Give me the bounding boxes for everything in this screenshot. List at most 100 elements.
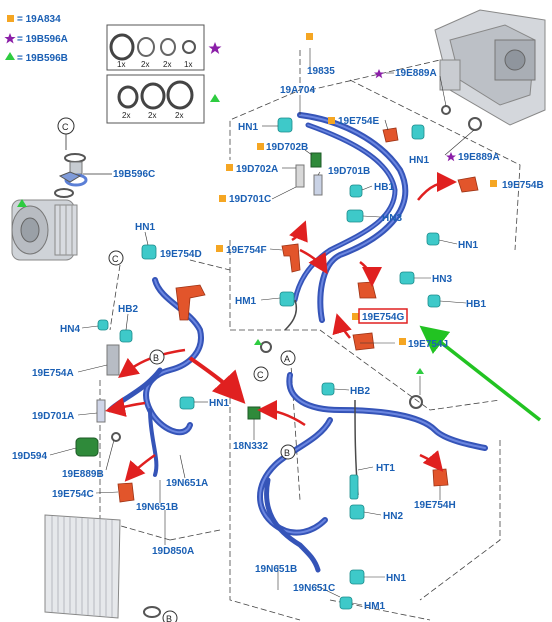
view-c-label: C (257, 370, 264, 380)
o-ring-icon (166, 80, 194, 110)
star-icon (208, 42, 222, 54)
square-icon (490, 180, 497, 187)
o-ring-icon (468, 117, 482, 131)
square-icon (219, 195, 226, 202)
square-icon (7, 15, 14, 22)
label-19e754h: 19E754H (414, 500, 456, 511)
label-hn3: HN3 (382, 213, 402, 224)
label-hm1: HM1 (235, 296, 257, 307)
label-19e754a: 19E754A (32, 368, 74, 379)
sensors (75, 152, 323, 457)
triangle-markers (254, 339, 424, 374)
square-icon (216, 245, 223, 252)
label-19e754j: 19E754J (408, 339, 448, 350)
fitting-icon (119, 329, 133, 343)
o-ring-icon (140, 82, 166, 110)
o-ring-icon (54, 188, 74, 198)
label-19d701c: 19D701C (229, 194, 271, 205)
square-icon (328, 117, 335, 124)
label-19d702a: 19D702A (236, 164, 278, 175)
label-19d701b: 19D701B (328, 166, 370, 177)
triangle-icon (210, 94, 220, 102)
label-19e889b: 19E889B (62, 469, 104, 480)
label-19n651c: 19N651C (293, 583, 335, 594)
fitting-icon (349, 569, 365, 585)
sensor-icon (75, 437, 99, 457)
label-hn1: HN1 (238, 122, 258, 133)
star-markers (374, 69, 456, 162)
view-a-label: A (284, 354, 290, 364)
label-ht1: HT1 (376, 463, 395, 474)
square-icon (399, 338, 406, 345)
legend-triangle-label: = 19B596B (17, 53, 68, 64)
bracket-icon (106, 344, 120, 376)
view-b-bottom-label: B (166, 614, 172, 622)
label-19b596c: 19B596C (113, 169, 155, 180)
bracket-icon (281, 243, 301, 273)
fitting-icon (426, 232, 440, 246)
sensor-icon (313, 174, 323, 196)
bracket-icon (117, 482, 135, 503)
sensor-icon (310, 152, 322, 168)
label-hn1-e: HN1 (209, 398, 229, 409)
o-ring-icon (117, 85, 139, 109)
o-ring-icon (182, 40, 196, 54)
kit2-qty-1: 2x (122, 111, 130, 120)
bracket-icon (457, 176, 479, 193)
label-hn1-b: HN1 (409, 155, 429, 166)
star-icon (4, 33, 16, 44)
part-labels: 19835 19A704 19E889A 19E889A HN1 19E754E… (12, 66, 544, 612)
bracket-icon (352, 332, 375, 351)
label-19e754b: 19E754B (502, 180, 544, 191)
label-19n651a: 19N651A (166, 478, 208, 489)
fitting-icon (349, 184, 363, 198)
label-hn2: HN2 (383, 511, 403, 522)
label-18n332: 18N332 (233, 441, 268, 452)
star-icon (446, 152, 456, 162)
leader-lines (49, 48, 475, 606)
fitting-icon (411, 124, 425, 140)
fitting-icon (346, 209, 364, 223)
o-ring-icon (143, 606, 161, 618)
fitting-icon (399, 271, 415, 285)
assembly-outlines (99, 50, 546, 621)
square-icon (226, 164, 233, 171)
o-ring-icon (409, 395, 423, 409)
fitting-icon (321, 382, 335, 396)
view-c-label: C (112, 254, 119, 264)
label-19e754e: 19E754E (338, 116, 379, 127)
bracket-icon (175, 284, 206, 321)
label-19e754f: 19E754F (226, 245, 267, 256)
square-icon (306, 33, 313, 40)
label-hb2: HB2 (118, 304, 138, 315)
square-icon (257, 143, 264, 150)
triangle-icon (416, 368, 424, 374)
seals (111, 105, 482, 442)
o-ring-icon (160, 38, 176, 56)
label-hb1: HB1 (374, 182, 394, 193)
o-ring-icon (137, 37, 155, 57)
view-b-label: B (284, 448, 290, 458)
fitting-icon (97, 319, 109, 331)
triangle-icon (254, 339, 262, 345)
view-c-label: C (62, 122, 69, 132)
label-hn3-b: HN3 (432, 274, 452, 285)
highlight-arrow (419, 325, 542, 422)
sensor-icon (96, 399, 106, 423)
label-19e754g: 19E754G (362, 312, 404, 323)
fitting-icon (339, 596, 353, 610)
label-19835: 19835 (307, 66, 335, 77)
fitting-icon (349, 474, 359, 500)
label-19e754d: 19E754D (160, 249, 202, 260)
label-19n651b-2: 19N651B (255, 564, 297, 575)
label-hb2-b: HB2 (350, 386, 370, 397)
label-hm1-b: HM1 (364, 601, 386, 612)
legend: = 19A834 = 19B596A = 19B596B (4, 14, 68, 64)
star-icon (374, 69, 384, 79)
condenser: B (44, 514, 178, 622)
highlight-box (358, 308, 408, 324)
kit2-qty-3: 2x (175, 111, 183, 120)
brackets (117, 127, 479, 503)
label-19d701a: 19D701A (32, 411, 74, 422)
